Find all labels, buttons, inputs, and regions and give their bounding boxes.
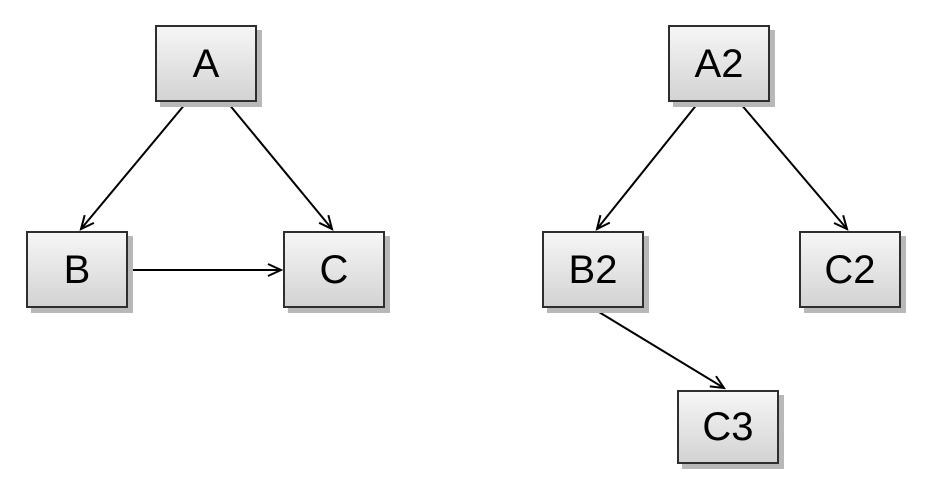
node-label: C3: [702, 405, 754, 449]
node-label: B: [63, 247, 91, 292]
node-C3: C3: [677, 390, 779, 464]
node-A2: A2: [668, 25, 770, 102]
node-B2: B2: [542, 231, 644, 308]
node-C: C: [283, 231, 385, 308]
node-C2: C2: [799, 231, 901, 308]
node-B: B: [26, 231, 128, 308]
edge-A2-C2: [739, 102, 849, 231]
node-label: C2: [824, 247, 876, 292]
node-label: A2: [694, 41, 744, 86]
edge-B2-C3: [593, 308, 727, 390]
node-label: B2: [568, 247, 618, 292]
node-A: A: [155, 25, 257, 102]
edge-A-B: [79, 102, 187, 231]
edge-A-C: [227, 102, 334, 231]
edge-A2-B2: [595, 102, 699, 231]
node-label: C: [319, 247, 349, 292]
node-label: A: [192, 41, 220, 86]
